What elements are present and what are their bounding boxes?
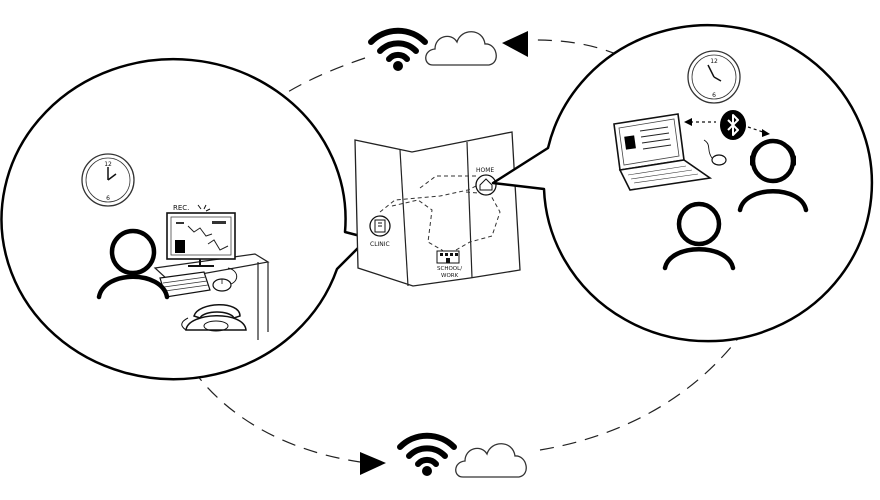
home-bubble: 12 6 (491, 23, 874, 343)
clock-label-6: 6 (712, 92, 716, 99)
keyboard-icon (159, 271, 211, 298)
wifi-icon (397, 432, 457, 476)
home-location-icon (475, 174, 497, 196)
person-icon (662, 201, 736, 271)
mouse-icon (212, 267, 238, 292)
clinic-location-icon (369, 215, 391, 237)
rec-label: REC. (173, 204, 189, 212)
bluetooth-icon (720, 110, 746, 140)
cloud-icon (425, 31, 497, 66)
laptop-icon (613, 113, 713, 191)
arrow-bottom (360, 452, 386, 475)
bottom-arc-right (539, 274, 776, 451)
clock-label-6: 6 (106, 195, 110, 202)
clock-label-12: 12 (104, 161, 112, 168)
clinician-person-icon (96, 228, 170, 300)
mouse-icon (703, 139, 727, 166)
monitor-icon (166, 204, 236, 267)
arrow-top (502, 31, 528, 57)
school-work-label-2: WORK (441, 273, 459, 279)
school-work-icon (436, 250, 460, 264)
clock-icon: 12 6 (81, 153, 135, 207)
school-work-label-1: SCHOOL/ (437, 266, 462, 272)
wifi-icon (368, 27, 428, 71)
clock-label-12: 12 (710, 58, 718, 65)
home-label: HOME (476, 167, 494, 174)
clock-icon: 12 6 (687, 50, 741, 104)
clinic-label: CLINIC (370, 241, 390, 248)
clinic-bubble: 12 6 REC. (0, 57, 370, 381)
telephone-icon (181, 304, 247, 332)
map: CLINIC HOME SCHOOL/ WORK (354, 131, 521, 287)
cloud-icon (455, 443, 527, 478)
